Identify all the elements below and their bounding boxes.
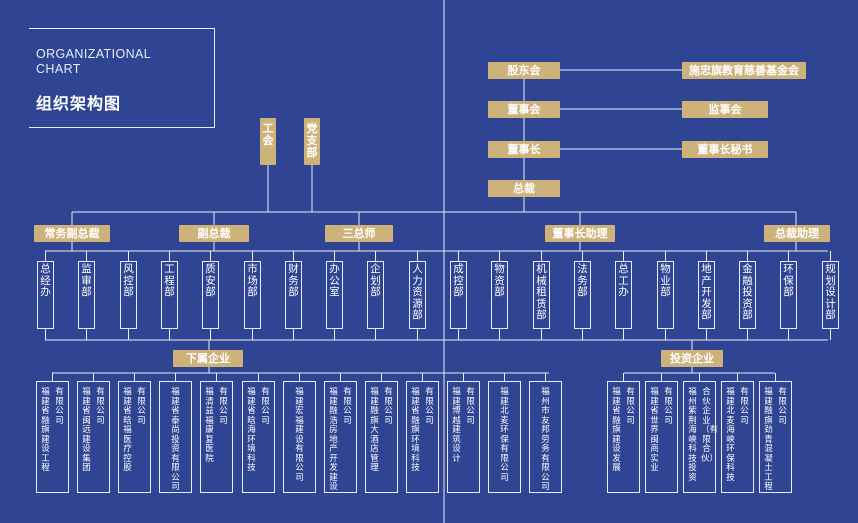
company-box: 福建省泰尚投资有限公司 <box>159 381 192 493</box>
company-name-line2: 福建融浩房地产开发建设 <box>329 387 338 492</box>
company-name-line2: 福建博越建筑设计 <box>452 387 461 464</box>
department-box: 监审部 <box>78 261 95 329</box>
company-name-line2: 福建省世界闽商实业 <box>650 387 659 473</box>
company-box: 有限公司福建融旗劲青混凝土工程 <box>759 381 792 493</box>
company-name-line1: 有限公司 <box>626 387 635 426</box>
company-box: 有限公司福建融旗大酒店管理 <box>365 381 398 493</box>
company-name-line1: 有限公司 <box>55 387 64 426</box>
department-box: 人力资源部 <box>409 261 426 329</box>
company-name-line1: 有限公司 <box>664 387 673 426</box>
company-box: 福建宏福建设有限公司 <box>283 381 316 493</box>
supervisors-box: 监事会 <box>682 101 768 118</box>
company-name-line1: 福州市友邦劳务有限公司 <box>541 387 550 492</box>
union-box: 工会 <box>260 118 276 165</box>
company-name-line2: 福建省晗福医疗控股 <box>123 387 132 473</box>
title-frame <box>29 28 215 128</box>
foundation-box: 施忠旗教育慈善基金会 <box>682 62 806 79</box>
company-name-line2: 福建省融旗环境科技 <box>411 387 420 473</box>
board-box: 董事会 <box>488 101 560 118</box>
company-box: 有限公司福建省晗海环境科技 <box>242 381 275 493</box>
department-box: 法务部 <box>574 261 591 329</box>
company-name-line1: 有限公司 <box>778 387 787 426</box>
company-box: 有限公司福建博越建筑设计 <box>447 381 480 493</box>
company-name-line2: 福州紫荆海峡科技投资 <box>688 387 697 483</box>
company-name-line1: 福建省泰尚投资有限公司 <box>171 387 180 492</box>
company-name-line2: 福建省晗海环境科技 <box>247 387 256 473</box>
department-box: 规划设计部 <box>822 261 839 329</box>
company-name-line1: 有限公司 <box>384 387 393 426</box>
company-box: 合伙企业（有限合伙） 福州紫荆海峡科技投资 <box>683 381 719 493</box>
company-name-line2: 福建省融旗建设发展 <box>612 387 621 473</box>
company-name-line1: 有限公司 <box>343 387 352 426</box>
department-box: 物资部 <box>491 261 508 329</box>
company-box: 有限公司福建北麦海峡环保科技 <box>721 381 754 493</box>
shareholders-box: 股东会 <box>488 62 560 79</box>
department-box: 质安部 <box>202 261 219 329</box>
company-name-line1: 福建宏福建设有限公司 <box>295 387 304 483</box>
company-box: 有限公司福建省融旗建设发展 <box>607 381 640 493</box>
company-name-line2: 福清益福康复医院 <box>205 387 214 464</box>
company-box: 福建北麦环保有限公司 <box>488 381 521 493</box>
department-box: 成控部 <box>450 261 467 329</box>
department-box: 办公室 <box>326 261 343 329</box>
company-box: 有限公司福建融浩房地产开发建设 <box>324 381 357 493</box>
ceo-assistant-box: 总裁助理 <box>764 225 830 242</box>
executive-vp-box: 常务副总裁 <box>34 225 110 242</box>
title-english: ORGANIZATIONAL CHART <box>36 47 196 77</box>
department-box: 市场部 <box>244 261 261 329</box>
company-name-line2: 福建北麦海峡环保科技 <box>726 387 735 483</box>
company-box: 有限公司福清益福康复医院 <box>200 381 233 493</box>
company-box: 有限公司福建省世界闽商实业 <box>645 381 678 493</box>
company-name-line1: 有限公司 <box>466 387 475 426</box>
department-box: 物业部 <box>657 261 674 329</box>
vice-president-box: 副总裁 <box>179 225 249 242</box>
department-box: 总经办 <box>37 261 54 329</box>
company-name-line1: 合伙企业（有限合伙） <box>701 387 719 464</box>
chief-engineers-box: 三总师 <box>325 225 393 242</box>
company-box: 有限公司福建省融旗建设工程 <box>36 381 69 493</box>
department-box: 风控部 <box>120 261 137 329</box>
subsidiaries-label: 下属企业 <box>173 350 243 367</box>
company-name-line1: 有限公司 <box>219 387 228 426</box>
company-box: 福州市友邦劳务有限公司 <box>529 381 562 493</box>
ceo-box: 总裁 <box>488 180 560 197</box>
page-title: 组织架构图 <box>36 94 122 113</box>
chairman-secretary-box: 董事长秘书 <box>682 141 768 158</box>
company-name-line2: 福建融旗劲青混凝土工程 <box>764 387 773 492</box>
company-box: 有限公司福建省融旗环境科技 <box>406 381 439 493</box>
department-box: 地产开发部 <box>698 261 715 329</box>
department-box: 机械租赁部 <box>533 261 550 329</box>
company-name-line1: 福建北麦环保有限公司 <box>500 387 509 483</box>
company-box: 有限公司福建省晗福医疗控股 <box>118 381 151 493</box>
party-branch-box: 党支部 <box>304 118 320 165</box>
chairman-box: 董事长 <box>488 141 560 158</box>
department-box: 总工办 <box>615 261 632 329</box>
department-box: 金融投资部 <box>739 261 756 329</box>
company-name-line2: 福建融旗大酒店管理 <box>370 387 379 473</box>
department-box: 工程部 <box>161 261 178 329</box>
chairman-assistant-box: 董事长助理 <box>545 225 615 242</box>
department-box: 环保部 <box>780 261 797 329</box>
company-name-line1: 有限公司 <box>137 387 146 426</box>
company-name-line2: 福建省闽远建设集团 <box>82 387 91 473</box>
company-box: 有限公司福建省闽远建设集团 <box>77 381 110 493</box>
company-name-line1: 有限公司 <box>96 387 105 426</box>
company-name-line1: 有限公司 <box>740 387 749 426</box>
company-name-line1: 有限公司 <box>425 387 434 426</box>
company-name-line1: 有限公司 <box>261 387 270 426</box>
company-name-line2: 福建省融旗建设工程 <box>41 387 50 473</box>
title-english-line2: CHART <box>36 62 81 76</box>
department-box: 财务部 <box>285 261 302 329</box>
investments-label: 投资企业 <box>661 350 723 367</box>
title-english-line1: ORGANIZATIONAL <box>36 47 152 61</box>
department-box: 企划部 <box>367 261 384 329</box>
